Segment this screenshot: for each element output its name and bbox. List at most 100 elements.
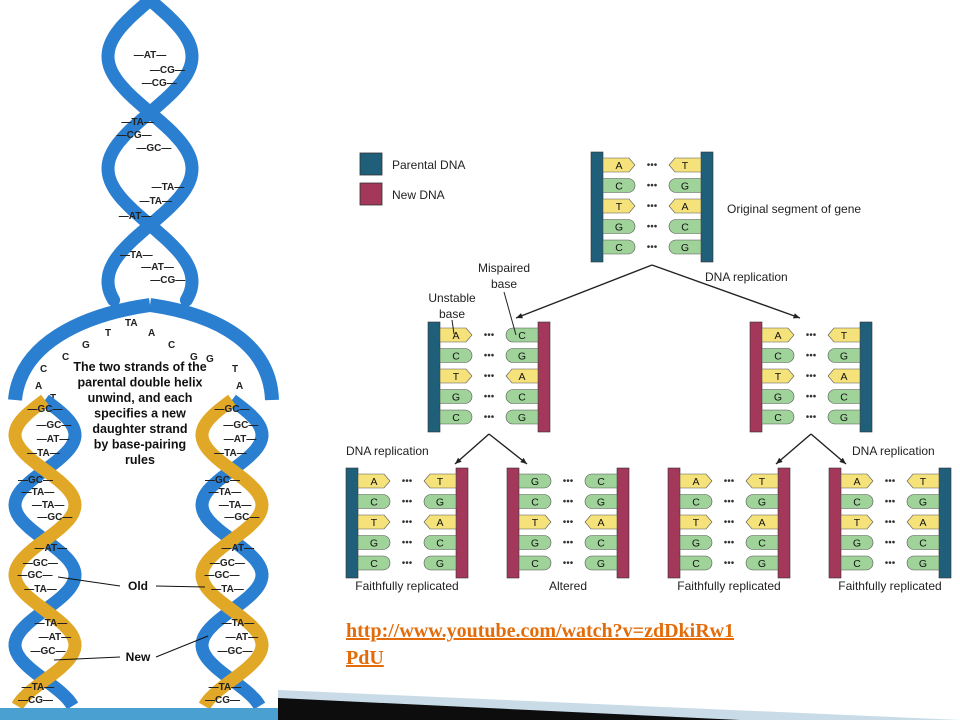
parental-strand-right — [195, 394, 269, 710]
base-letter: C — [518, 330, 526, 342]
youtube-link[interactable]: http://www.youtube.com/watch?v=zdDkiRw1 … — [346, 618, 916, 672]
base-letter: T — [616, 201, 623, 213]
base-letter: G — [853, 538, 861, 550]
base-C: C — [840, 555, 874, 571]
hbond-dots: ••• — [885, 538, 896, 549]
base-letter: G — [615, 222, 623, 234]
base-pair-label: —GC— — [37, 512, 72, 523]
old-pointer-left — [57, 576, 121, 587]
base-shape — [668, 239, 702, 255]
hbond-dots: ••• — [484, 330, 495, 341]
legend-label: New DNA — [392, 188, 445, 202]
base-G: G — [745, 494, 779, 509]
youtube-link-line1[interactable]: http://www.youtube.com/watch?v=zdDkiRw1 — [346, 620, 735, 642]
base-shape — [357, 535, 391, 550]
hbond-dots: ••• — [484, 392, 495, 403]
dna-segment-faithful-right: ••••••••••••••• — [828, 467, 952, 579]
arrow-line — [775, 433, 812, 465]
base-shape — [827, 409, 861, 425]
base-letter: A — [615, 160, 622, 172]
strand-left — [427, 321, 441, 433]
base-letter: C — [840, 392, 848, 404]
base-T: T — [423, 473, 457, 489]
base-pair-label: —TA— — [209, 487, 242, 498]
base-shape — [357, 473, 391, 489]
base-letter: T — [854, 517, 861, 529]
base-shape — [423, 514, 457, 530]
helix-caption-line: specifies a new — [94, 407, 186, 421]
base-shape — [761, 389, 795, 404]
base-C: C — [761, 409, 795, 425]
base-shape — [505, 348, 539, 363]
base-C: C — [439, 409, 473, 425]
base-shape — [584, 473, 618, 489]
base-shape — [584, 514, 618, 530]
base-shape — [906, 535, 940, 550]
base-pair-label: —GC— — [205, 570, 240, 581]
hbond-dots: ••• — [563, 497, 574, 508]
label-faithful: Faithfully replicated — [355, 579, 458, 593]
base-G: G — [423, 494, 457, 509]
label-unstable: base — [439, 307, 465, 321]
base-G: G — [668, 178, 702, 193]
base-T: T — [679, 514, 713, 530]
base-shape — [906, 514, 940, 530]
base-letter: C — [615, 181, 623, 193]
label-mispaired: base — [491, 277, 517, 291]
arrow-head — [839, 457, 846, 464]
base-shape — [745, 514, 779, 530]
base-letter: C — [853, 497, 861, 509]
base-pair-label: —GC— — [224, 512, 259, 523]
base-C: C — [745, 535, 779, 550]
base-shape — [423, 494, 457, 509]
old-pointer-right — [155, 585, 206, 588]
base-A: A — [679, 473, 713, 489]
base-pair-label: —CG— — [142, 78, 177, 89]
base-T: T — [357, 514, 391, 530]
base-pair-label: —GC— — [31, 646, 66, 657]
dna-segment-mutant: ••••••••••••••• — [427, 321, 551, 433]
base-shape — [505, 368, 539, 384]
base-shape — [745, 494, 779, 509]
base-pair-label: —GC— — [136, 143, 171, 154]
label-old: Old — [128, 579, 148, 593]
base-shape — [906, 473, 940, 489]
base-A: A — [505, 368, 539, 384]
base-G: G — [827, 409, 861, 425]
hbond-dots: ••• — [806, 392, 817, 403]
base-shape — [518, 514, 552, 530]
helix-caption-line: parental double helix — [77, 376, 202, 390]
strand-left — [667, 467, 681, 579]
base-letter: A — [518, 371, 525, 383]
strand-right — [700, 151, 714, 263]
base-T: T — [745, 473, 779, 489]
base-T: T — [439, 368, 473, 384]
base-pair-label: —GC— — [36, 420, 71, 431]
base-letter: T — [775, 371, 782, 383]
base-pair-label: —GC— — [215, 404, 250, 415]
base-pair-label: —TA— — [222, 618, 255, 629]
base-letter: G — [518, 351, 526, 363]
youtube-link-line2[interactable]: PdU — [346, 647, 384, 669]
hbond-dots: ••• — [484, 351, 495, 362]
parental-fork-left — [8, 298, 151, 401]
base-letter: G — [774, 392, 782, 404]
base-pair-label: —GC— — [18, 570, 53, 581]
base-shape — [584, 535, 618, 550]
base-A: A — [761, 327, 795, 343]
base-letter: A — [840, 371, 847, 383]
base-C: C — [518, 555, 552, 571]
base-letter: T — [841, 330, 848, 342]
base-G: G — [906, 494, 940, 509]
base-letter: C — [758, 538, 766, 550]
base-pair-label: —GC— — [218, 646, 253, 657]
base-A: A — [584, 514, 618, 530]
base-shape — [423, 555, 457, 571]
hbond-dots: ••• — [647, 222, 658, 233]
base-C: C — [518, 494, 552, 509]
base-letter: A — [452, 330, 459, 342]
hbond-dots: ••• — [484, 412, 495, 423]
base-C: C — [840, 494, 874, 509]
base-C: C — [357, 494, 391, 509]
base-letter: A — [370, 476, 377, 488]
